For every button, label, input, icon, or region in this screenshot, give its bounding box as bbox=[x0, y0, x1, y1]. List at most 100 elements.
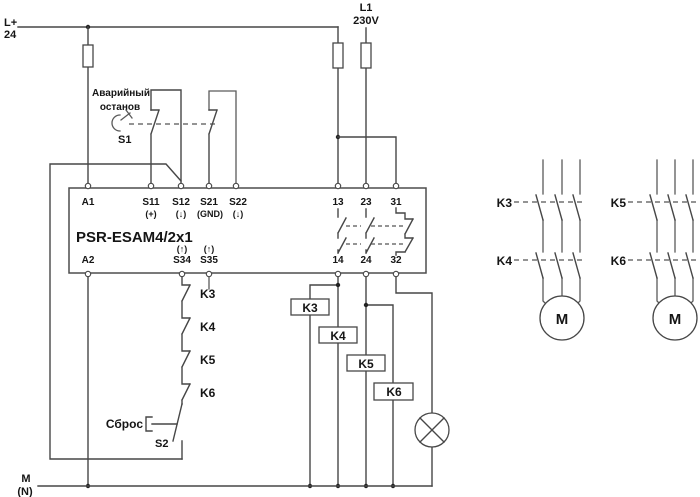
motor-2-icon bbox=[652, 295, 698, 341]
terminal-13 bbox=[334, 182, 342, 190]
label-13: 13 bbox=[332, 197, 344, 208]
reset-button-s2: Сброс S2 bbox=[106, 403, 183, 460]
terminal-s12 bbox=[177, 182, 185, 190]
contact-feed-fuse bbox=[332, 26, 397, 184]
mushroom-stem-icon bbox=[120, 109, 133, 121]
label-14: 14 bbox=[332, 255, 344, 266]
contacts-k6-icon bbox=[649, 252, 694, 279]
label-s34-sup: (↑) bbox=[177, 244, 188, 254]
label-s34: S34 bbox=[173, 255, 191, 266]
terminal-24 bbox=[362, 270, 370, 278]
contacts-k4-icon bbox=[535, 252, 581, 279]
contacts-k3-icon bbox=[535, 194, 581, 221]
fuse-icon bbox=[360, 42, 372, 69]
terminal-a2 bbox=[84, 270, 92, 278]
dc-supply-label: L+ bbox=[4, 17, 17, 29]
reset-label: Сброс bbox=[106, 417, 143, 431]
terminal-s11 bbox=[147, 182, 155, 190]
branch2-bottom-label: K6 bbox=[611, 254, 627, 268]
relay-outline bbox=[68, 187, 427, 274]
terminal-14 bbox=[334, 270, 342, 278]
dc-supply-rail: L+ 24 bbox=[4, 17, 339, 41]
reset-id: S2 bbox=[155, 438, 168, 450]
mushroom-button-icon bbox=[111, 114, 121, 132]
coil-k6 bbox=[373, 382, 414, 401]
junction-dot bbox=[363, 302, 369, 308]
label-s35: S35 bbox=[200, 255, 218, 266]
label-a2: A2 bbox=[82, 255, 95, 266]
coil-k6-label: K6 bbox=[386, 385, 402, 399]
terminal-s35 bbox=[205, 270, 213, 278]
coil-k4-label: K4 bbox=[330, 329, 346, 343]
wire-phases-1 bbox=[542, 159, 581, 306]
wire-31-feed bbox=[337, 136, 397, 184]
junction-dot bbox=[335, 282, 341, 288]
motor-branch-1: K3 K4 M bbox=[497, 159, 585, 341]
feedback-contact-label-k6: K6 bbox=[200, 386, 216, 400]
terminal-s34 bbox=[178, 270, 186, 278]
coil-k5 bbox=[346, 354, 386, 372]
relay-contact-31-32-icon bbox=[395, 207, 414, 256]
wire-estop-ch2 bbox=[208, 90, 237, 184]
coil-k3 bbox=[290, 298, 330, 316]
wire-feedback-loop bbox=[49, 163, 183, 460]
ac-supply-voltage: 230V bbox=[353, 15, 379, 27]
terminal-31 bbox=[392, 182, 400, 190]
safety-relay-psr: PSR-ESAM4/2x1 A1 S11 (+) S12 (↓) S21 (GN… bbox=[68, 182, 427, 278]
terminal-s22 bbox=[232, 182, 240, 190]
relay-linkage-dashes bbox=[346, 225, 403, 245]
terminal-s21 bbox=[205, 182, 213, 190]
feedback-contact-label-k3: K3 bbox=[200, 287, 216, 301]
branch2-top-label: K5 bbox=[611, 196, 627, 210]
estop-id: S1 bbox=[118, 134, 131, 146]
label-s22: S22 bbox=[229, 197, 247, 208]
indicator-lamp bbox=[395, 276, 450, 487]
feedback-contact-label-k5: K5 bbox=[200, 353, 216, 367]
label-s11: S11 bbox=[142, 197, 160, 208]
label-s35-sup: (↑) bbox=[204, 244, 215, 254]
label-a1: A1 bbox=[82, 197, 95, 208]
ac-supply-feed: L1 230V bbox=[353, 2, 380, 184]
feedback-contact-label-k4: K4 bbox=[200, 320, 216, 334]
nc-contact-ch1-icon bbox=[150, 109, 160, 184]
motor-branch-2: K5 K6 M bbox=[611, 159, 698, 341]
coil-k5-label: K5 bbox=[358, 357, 374, 371]
ac-supply-label: L1 bbox=[360, 2, 373, 14]
relay-contact-23-24-icon bbox=[365, 208, 375, 254]
motor-1-icon bbox=[539, 295, 585, 341]
terminal-32 bbox=[392, 270, 400, 278]
terminal-a1 bbox=[84, 182, 92, 190]
wire-phases-2 bbox=[656, 159, 694, 306]
label-23: 23 bbox=[360, 197, 372, 208]
lamp-cross-icon bbox=[419, 417, 445, 443]
label-s11-sub: (+) bbox=[145, 209, 156, 219]
fuse-icon bbox=[332, 42, 344, 69]
label-s21: S21 bbox=[200, 197, 218, 208]
neutral-sub-label: (N) bbox=[17, 486, 33, 497]
a1-feed-fuse bbox=[82, 26, 94, 184]
fuse-icon bbox=[82, 44, 94, 68]
pushbutton-actuator-icon bbox=[145, 416, 178, 432]
wire-coils-14 bbox=[309, 276, 339, 487]
feedback-contact-chain: K3 K4 K5 K6 Сброс S2 bbox=[106, 276, 216, 460]
motor-2-label: M bbox=[669, 311, 682, 328]
branch1-bottom-label: K4 bbox=[497, 254, 513, 268]
neutral-label: M bbox=[21, 473, 30, 485]
label-s22-sub: (↓) bbox=[233, 209, 244, 219]
estop-label-line2: останов bbox=[100, 102, 140, 113]
terminal-23 bbox=[362, 182, 370, 190]
coil-k4 bbox=[318, 326, 358, 344]
wire-estop-ch1 bbox=[150, 89, 182, 184]
branch1-top-label: K3 bbox=[497, 196, 513, 210]
coil-k3-label: K3 bbox=[302, 301, 318, 315]
nc-contact-ch2-icon bbox=[208, 109, 218, 184]
emergency-stop-s1: Аварийный останов S1 bbox=[92, 88, 237, 184]
relay-model: PSR-ESAM4/2x1 bbox=[76, 229, 193, 246]
label-32: 32 bbox=[390, 255, 402, 266]
estop-label-line1: Аварийный bbox=[92, 88, 150, 99]
feedback-nc-contacts-icon bbox=[181, 276, 191, 405]
label-s12-sub: (↓) bbox=[176, 209, 187, 219]
dc-supply-voltage: 24 bbox=[4, 29, 17, 41]
